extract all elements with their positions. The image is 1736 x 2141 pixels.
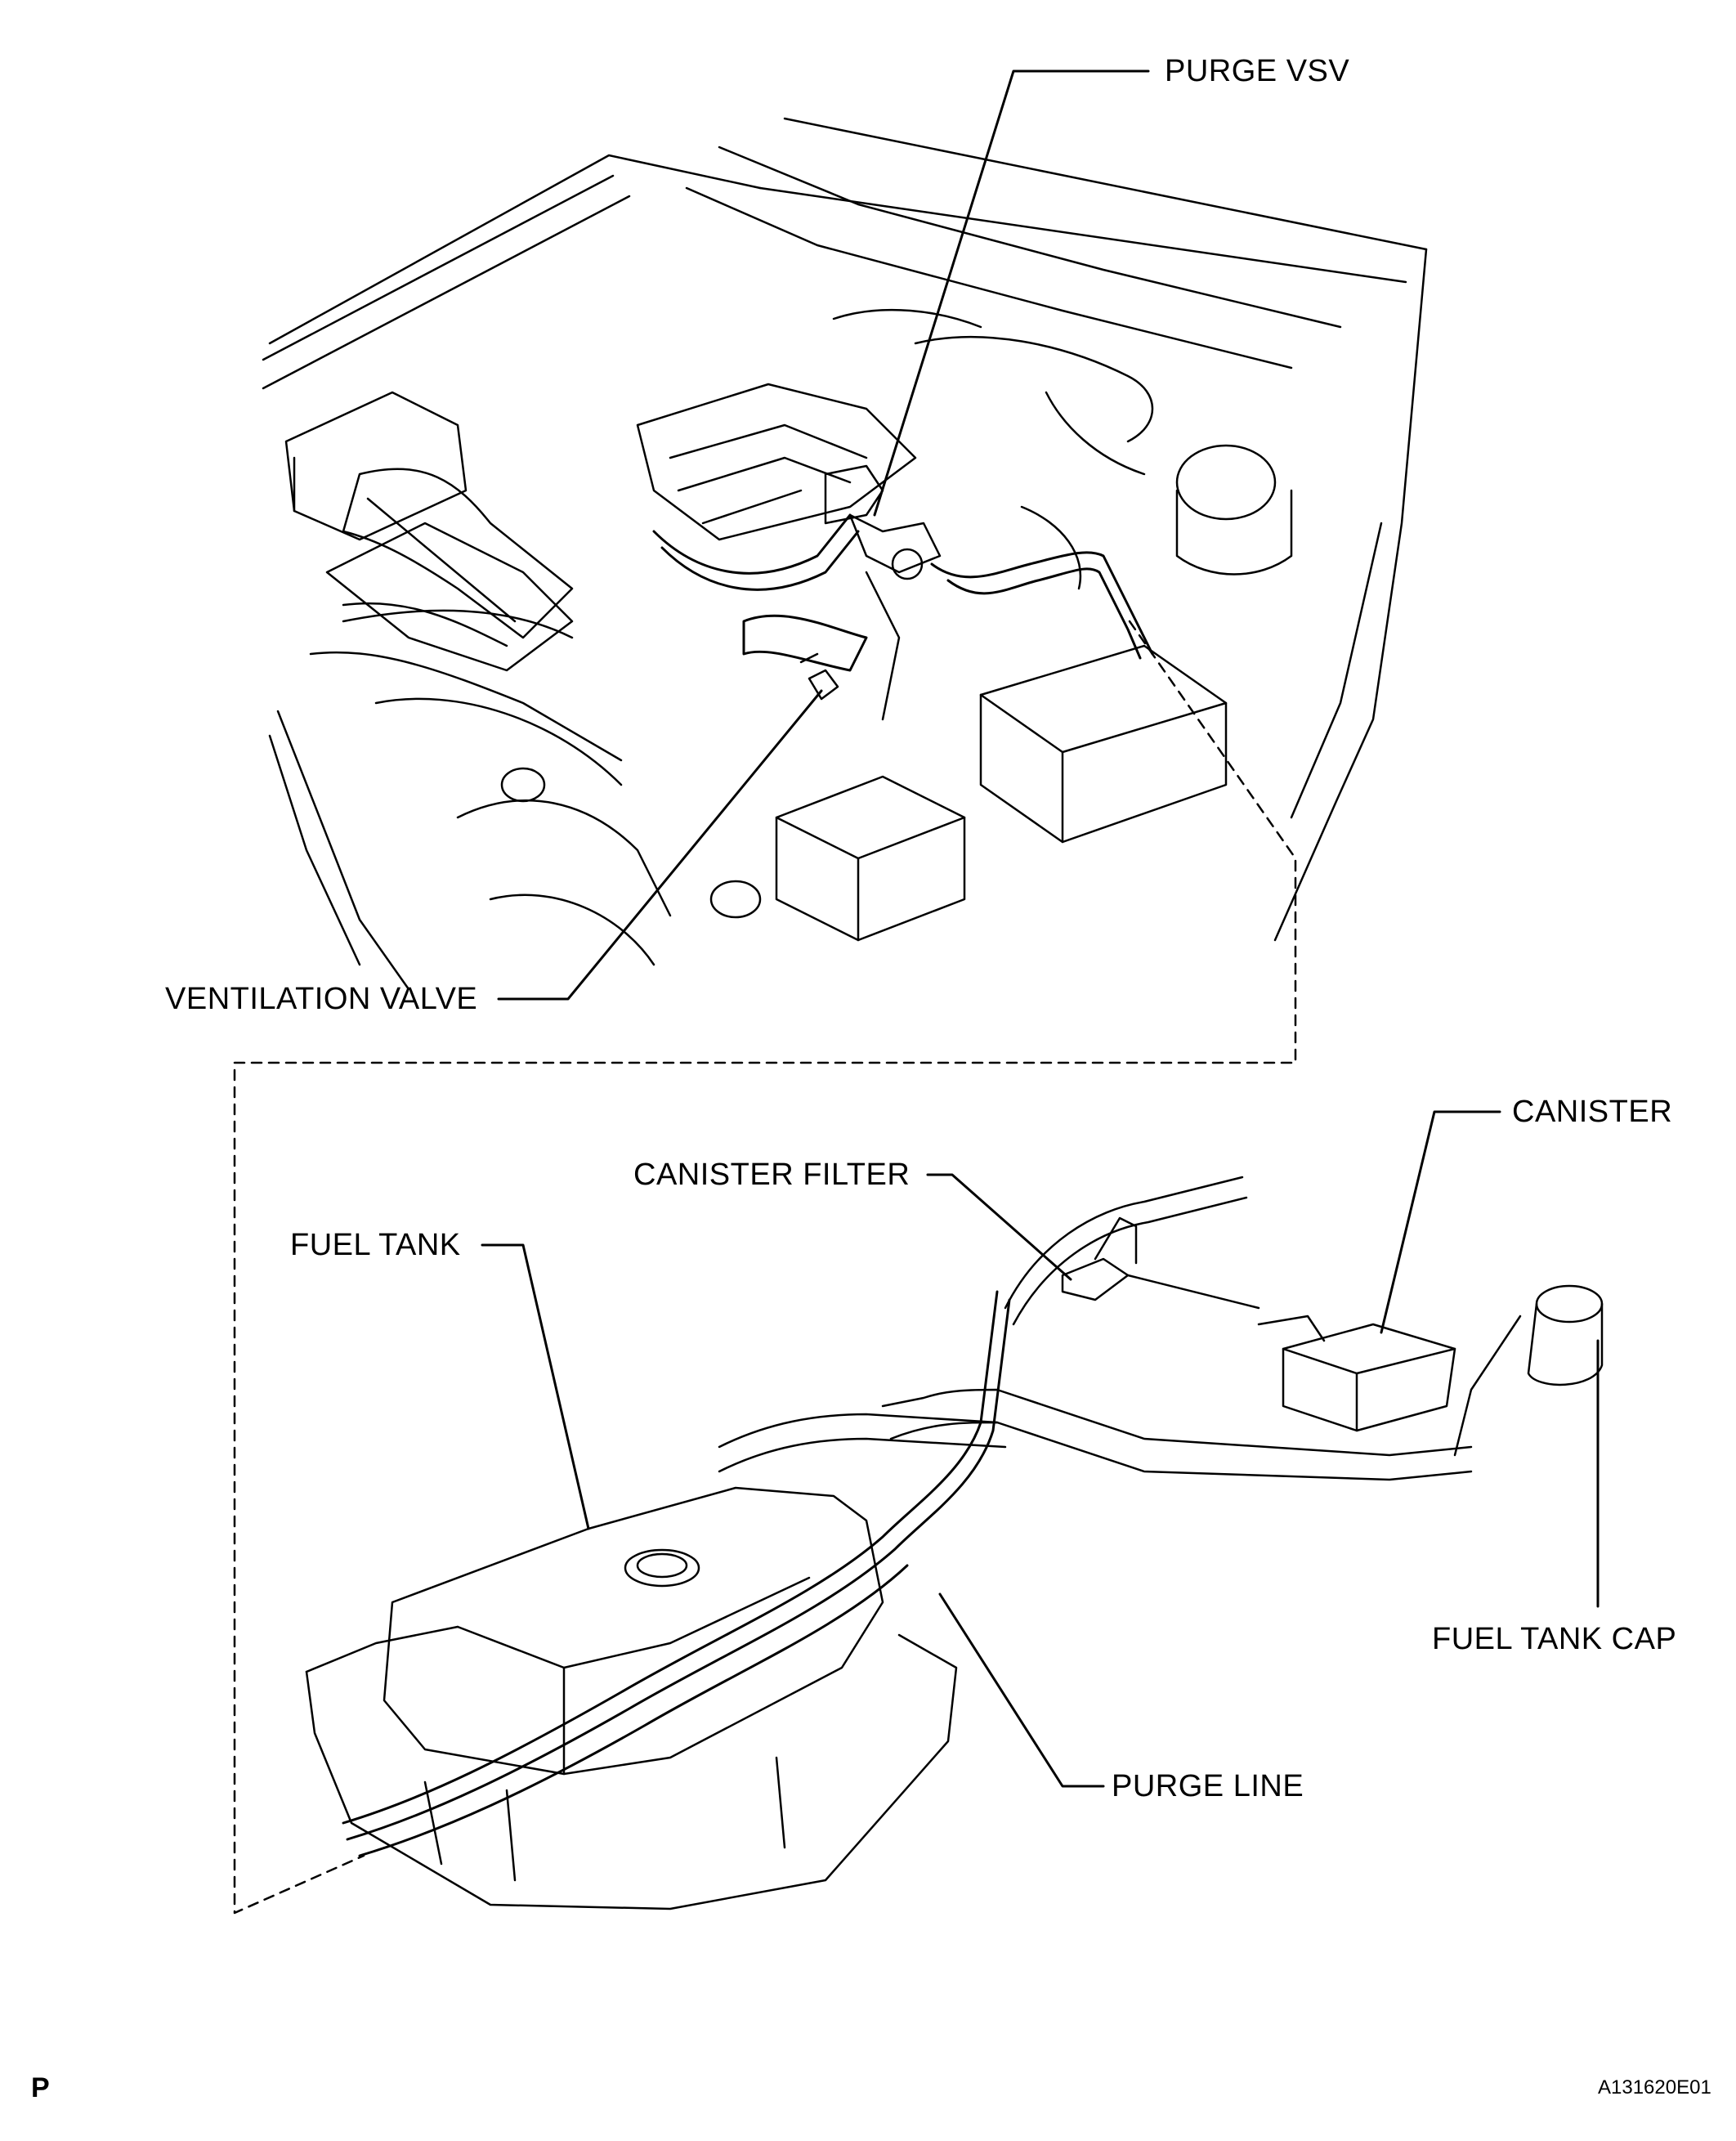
battery	[979, 644, 1228, 844]
intake-manifold	[636, 383, 917, 541]
purge-hose	[652, 513, 1154, 672]
canister-part	[1257, 1315, 1456, 1432]
label-fuel-tank: FUEL TANK	[290, 1228, 461, 1262]
leader-lines	[481, 69, 1600, 1788]
filler-pipe	[718, 1176, 1473, 1481]
leader-purge-vsv	[873, 69, 1150, 517]
ventilation-valve-part	[799, 652, 839, 701]
leader-fuel-tank	[481, 1243, 590, 1530]
fuse-box-shape	[284, 391, 468, 541]
leader-purge-line	[938, 1592, 1105, 1788]
label-purge-line: PURGE LINE	[1112, 1769, 1304, 1803]
leader-canister-filter	[926, 1173, 1072, 1281]
dashed-connector	[233, 620, 1297, 1915]
section-code: P	[31, 2072, 50, 2103]
label-canister: CANISTER	[1512, 1095, 1673, 1129]
canister-filter-part	[1061, 1216, 1260, 1310]
fuel-tank-part	[305, 1486, 958, 1910]
engine-compartment-illustration	[262, 117, 1428, 991]
fuel-tank-cap-part	[1453, 1284, 1604, 1457]
label-fuel-tank-cap: FUEL TANK CAP	[1432, 1622, 1677, 1656]
leader-canister	[1380, 1110, 1501, 1334]
purge-line-part	[342, 1290, 1011, 1857]
figure-id: A131620E01	[1598, 2076, 1711, 2098]
leader-ventilation-valve	[497, 689, 823, 1001]
brake-reservoir	[1175, 444, 1277, 521]
label-canister-filter: CANISTER FILTER	[633, 1158, 911, 1192]
label-ventilation-valve: VENTILATION VALVE	[165, 982, 478, 1016]
label-purge-vsv: PURGE VSV	[1165, 54, 1350, 88]
air-intake-duct	[342, 468, 574, 639]
purge-vsv-part	[824, 464, 942, 580]
